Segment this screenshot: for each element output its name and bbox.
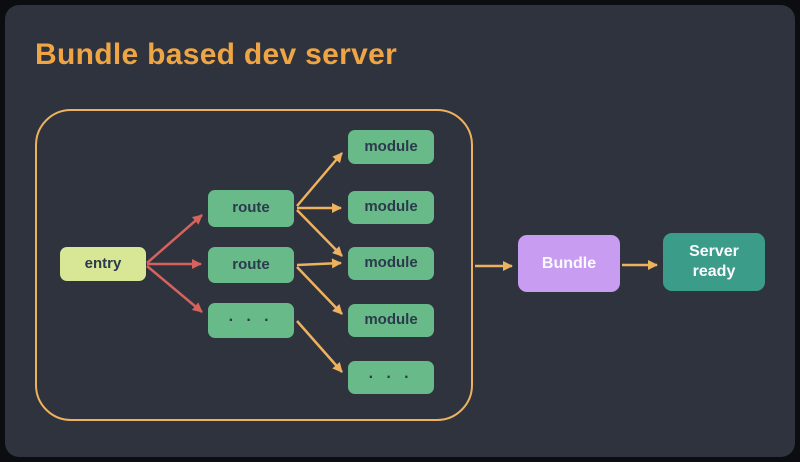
dev-server-boundary-box <box>35 109 473 421</box>
node-route-1: route <box>208 190 294 227</box>
node-module-1: module <box>348 130 434 164</box>
node-server-ready: Server ready <box>663 233 765 291</box>
node-routes-more: · · · <box>208 303 294 338</box>
node-module-3: module <box>348 247 434 280</box>
node-modules-more: · · · <box>348 361 434 394</box>
node-entry: entry <box>60 247 146 281</box>
node-module-2: module <box>348 191 434 224</box>
node-bundle: Bundle <box>518 235 620 292</box>
node-module-4: module <box>348 304 434 337</box>
node-route-2: route <box>208 247 294 283</box>
page-title: Bundle based dev server <box>35 38 398 71</box>
